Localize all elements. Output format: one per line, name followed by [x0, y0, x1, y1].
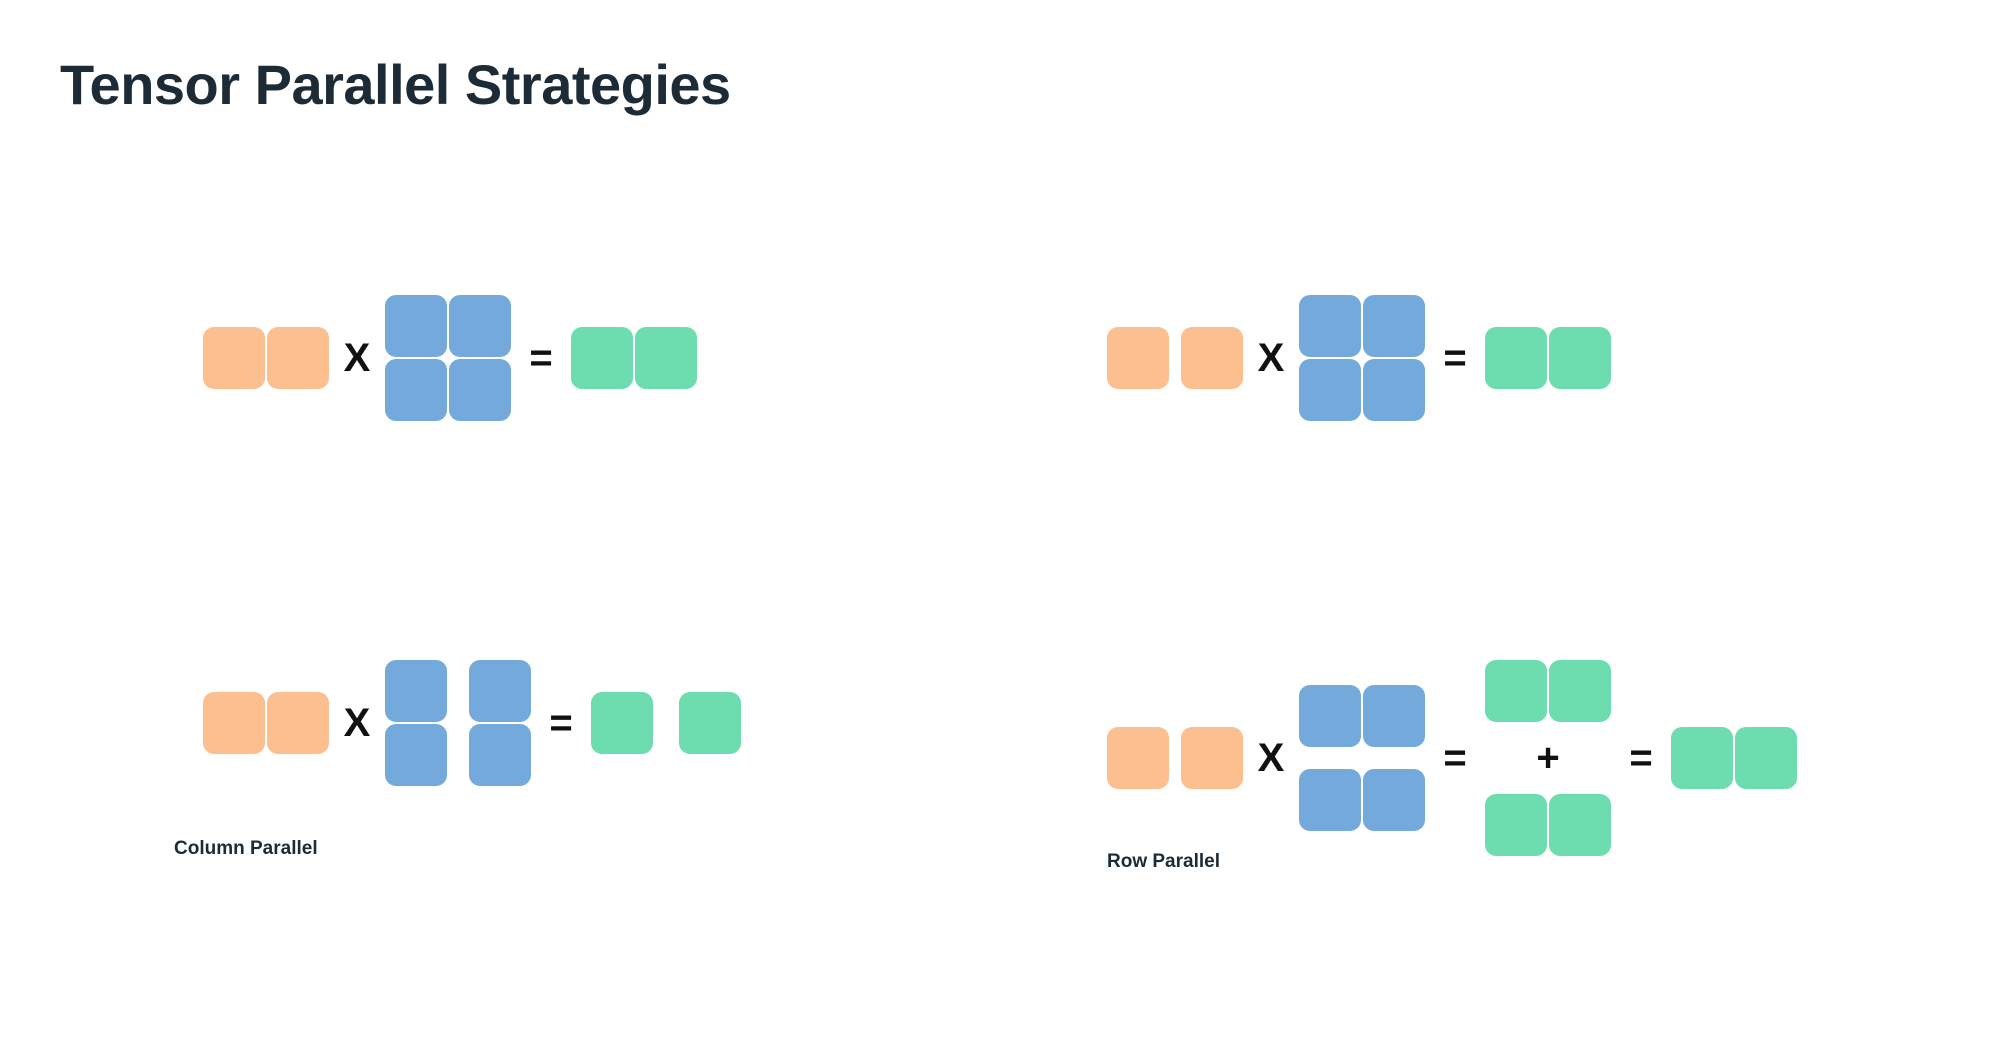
output-activations-green — [1485, 327, 1611, 389]
matrix-cell-green — [1485, 327, 1547, 389]
equals-operator: = — [1443, 736, 1467, 780]
multiply-operator: X — [343, 336, 371, 380]
matrix-cell-green — [1549, 327, 1611, 389]
output-activations-green — [571, 327, 697, 389]
matrix-cell-blue — [1363, 359, 1425, 421]
input-activations-orange — [203, 327, 329, 389]
page-title: Tensor Parallel Strategies — [60, 53, 731, 116]
matrix-cell-green — [1735, 727, 1797, 789]
matrix-cell-orange — [1107, 727, 1169, 789]
matrix-cell-orange — [1181, 327, 1243, 389]
weight-shard-row-1 — [1299, 769, 1425, 831]
matrix-cell-orange — [1107, 327, 1169, 389]
matrix-cell-green — [1549, 660, 1611, 722]
equals-operator: = — [529, 336, 553, 380]
caption-column-parallel: Column Parallel — [174, 838, 318, 859]
matrix-cell-orange — [203, 692, 265, 754]
caption-row-parallel: Row Parallel — [1107, 851, 1220, 872]
matrix-cell-green — [635, 327, 697, 389]
matrix-cell-green — [1671, 727, 1733, 789]
equals-operator-final: = — [1629, 736, 1653, 780]
partial-result-green-0 — [1485, 660, 1611, 722]
matrix-cell-blue — [1363, 769, 1425, 831]
weight-shard-column-1 — [469, 660, 531, 786]
weight-matrix-blue — [1299, 295, 1425, 421]
diagram-column-parallel-baseline: X = — [203, 295, 697, 421]
matrix-cell-green — [1485, 794, 1547, 856]
matrix-cell-green — [591, 692, 653, 754]
weight-matrix-blue-row-sharded — [1299, 685, 1425, 831]
matrix-cell-blue — [1299, 685, 1361, 747]
matrix-cell-blue — [469, 724, 531, 786]
matrix-cell-blue — [469, 660, 531, 722]
input-activations-orange-sharded — [1107, 327, 1243, 389]
multiply-operator: X — [1257, 736, 1285, 780]
matrix-cell-blue — [385, 724, 447, 786]
equals-operator: = — [1443, 336, 1467, 380]
plus-operator: + — [1536, 736, 1560, 780]
output-activations-green — [1671, 727, 1797, 789]
diagram-row-parallel: X = + = — [1107, 660, 1797, 856]
weight-matrix-blue-column-sharded — [385, 660, 531, 786]
matrix-cell-blue — [449, 359, 511, 421]
matrix-cell-green — [1549, 794, 1611, 856]
equals-operator: = — [549, 701, 573, 745]
matrix-cell-green — [1485, 660, 1547, 722]
matrix-cell-blue — [385, 660, 447, 722]
multiply-operator: X — [343, 701, 371, 745]
partial-results-group: + — [1485, 660, 1611, 856]
diagram-column-parallel: X = — [203, 660, 741, 786]
matrix-cell-blue — [1299, 359, 1361, 421]
weight-matrix-blue — [385, 295, 511, 421]
matrix-cell-orange — [203, 327, 265, 389]
matrix-cell-orange — [267, 692, 329, 754]
matrix-cell-orange — [1181, 727, 1243, 789]
matrix-cell-orange — [267, 327, 329, 389]
matrix-cell-blue — [1363, 685, 1425, 747]
weight-shard-row-0 — [1299, 685, 1425, 747]
matrix-cell-blue — [385, 295, 447, 357]
multiply-operator: X — [1257, 336, 1285, 380]
output-activations-green-sharded — [591, 692, 741, 754]
matrix-cell-green — [679, 692, 741, 754]
matrix-cell-blue — [449, 295, 511, 357]
diagram-row-parallel-baseline: X = — [1107, 295, 1611, 421]
matrix-cell-blue — [1299, 295, 1361, 357]
matrix-cell-green — [571, 327, 633, 389]
partial-result-green-1 — [1485, 794, 1611, 856]
weight-shard-column-0 — [385, 660, 447, 786]
input-activations-orange-sharded — [1107, 727, 1243, 789]
matrix-cell-blue — [385, 359, 447, 421]
matrix-cell-blue — [1299, 769, 1361, 831]
input-activations-orange — [203, 692, 329, 754]
matrix-cell-blue — [1363, 295, 1425, 357]
